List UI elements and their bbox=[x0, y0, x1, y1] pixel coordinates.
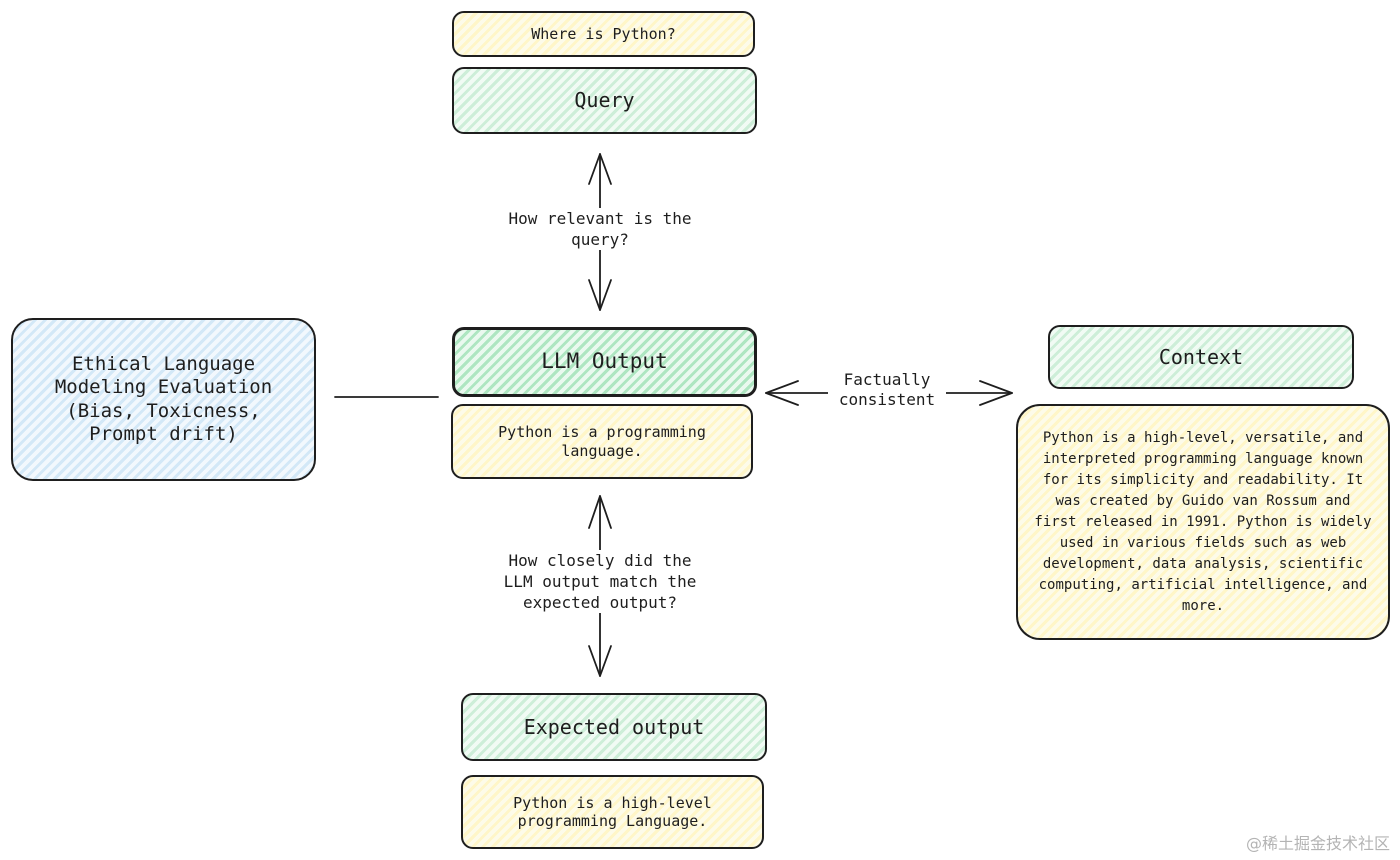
llm-output-example-box: Python is a programming language. bbox=[451, 404, 753, 479]
query-box: Query bbox=[452, 67, 757, 134]
query-example-box: Where is Python? bbox=[452, 11, 755, 57]
context-text: Python is a high-level, versatile, and i… bbox=[1034, 429, 1372, 614]
ethical-subtitle: (Bias, Toxicness, Prompt drift) bbox=[66, 399, 261, 445]
context-box: Context bbox=[1048, 325, 1354, 389]
watermark: @稀土掘金技术社区 bbox=[1245, 834, 1390, 853]
consistency-label: Factually consistent bbox=[828, 370, 946, 410]
expected-output-title: Expected output bbox=[523, 714, 705, 739]
query-title: Query bbox=[574, 88, 635, 113]
expected-output-example-text: Python is a high-level programming Langu… bbox=[513, 793, 712, 830]
match-arrow-head-bottom bbox=[588, 645, 612, 677]
consistency-arrow-head-left bbox=[765, 380, 799, 406]
ethical-evaluation-box: Ethical Language Modeling Evaluation (Bi… bbox=[11, 318, 316, 481]
relevance-arrow-head-top bbox=[588, 153, 612, 185]
llm-output-box: LLM Output bbox=[452, 327, 757, 397]
match-arrow-head-top bbox=[588, 495, 612, 529]
match-label: How closely did the LLM output match the… bbox=[492, 550, 708, 614]
expected-output-box: Expected output bbox=[461, 693, 767, 761]
expected-output-example-box: Python is a high-level programming Langu… bbox=[461, 775, 764, 849]
query-example-text: Where is Python? bbox=[531, 24, 676, 43]
relevance-label: How relevant is the query? bbox=[500, 208, 700, 251]
llm-output-title: LLM Output bbox=[541, 349, 668, 374]
relevance-arrow-head-bottom bbox=[588, 279, 612, 311]
ethical-title: Ethical Language Modeling Evaluation bbox=[54, 353, 273, 399]
llm-output-example-text: Python is a programming language. bbox=[498, 423, 706, 460]
consistency-arrow-head-right bbox=[979, 380, 1013, 406]
context-title: Context bbox=[1158, 344, 1244, 369]
context-text-box: Python is a high-level, versatile, and i… bbox=[1016, 404, 1390, 640]
